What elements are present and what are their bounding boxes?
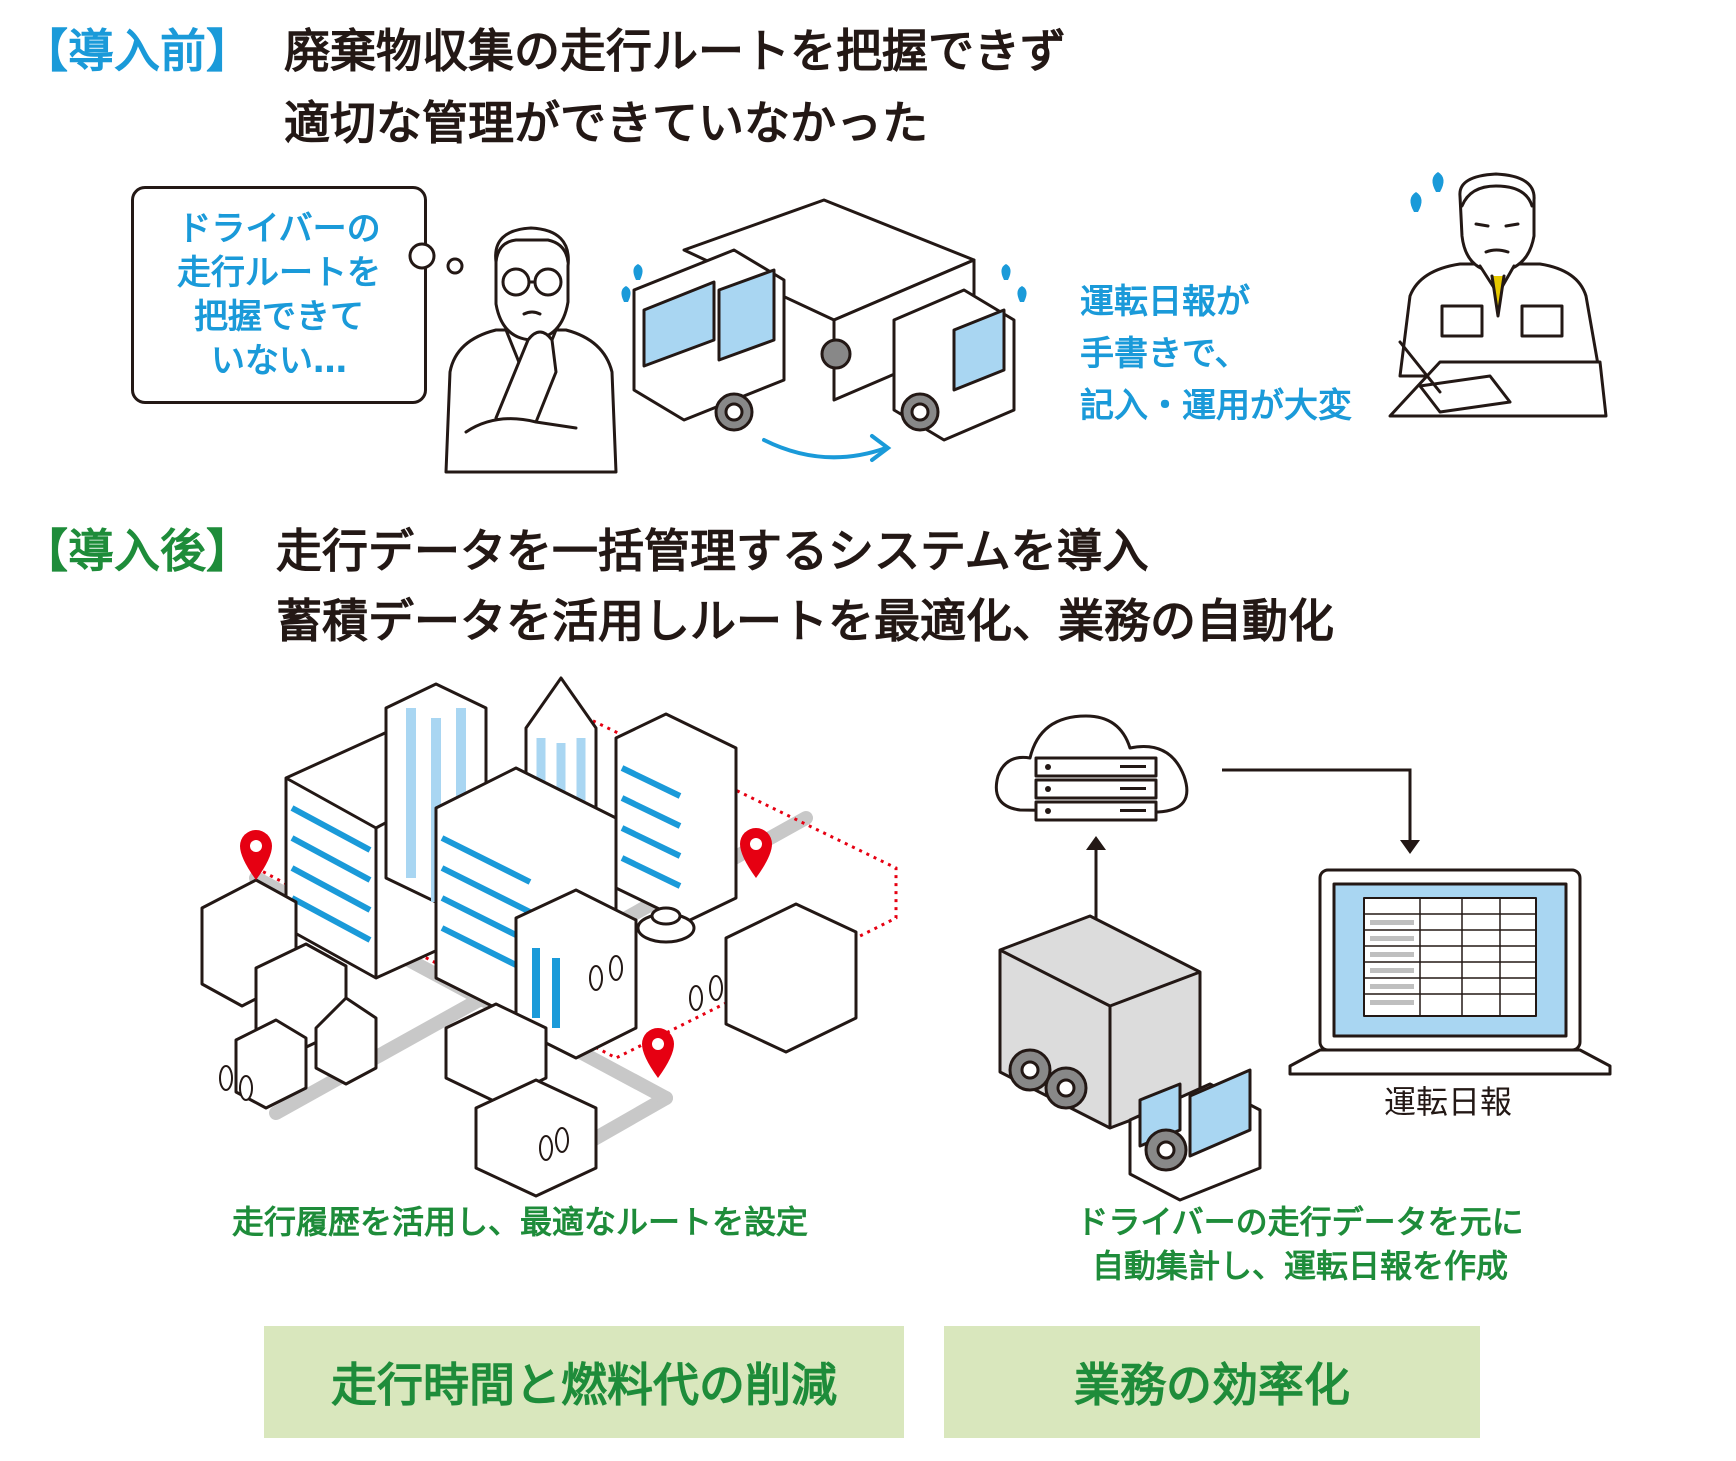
laptop-icon xyxy=(1288,868,1612,1076)
laptop-label: 運転日報 xyxy=(1384,1083,1513,1121)
caption-right: ドライバーの走行データを元に 自動集計し、運転日報を作成 xyxy=(1000,1200,1600,1288)
before-note: 運転日報が 手書きで、 記入・運用が大変 xyxy=(1080,276,1352,432)
thinking-man-icon xyxy=(444,226,618,474)
trucks-icon xyxy=(621,198,1027,462)
before-heading-line1: 廃棄物収集の走行ルートを把握できず xyxy=(284,24,1066,78)
result-box-efficiency: 業務の効率化 xyxy=(944,1326,1480,1438)
bubble-line: ドライバーの xyxy=(177,209,381,249)
caption-left: 走行履歴を活用し、最適なルートを設定 xyxy=(231,1203,808,1241)
after-heading-line2: 蓄積データを活用しルートを最適化、業務の自動化 xyxy=(276,594,1334,648)
writing-man-icon xyxy=(1388,172,1608,418)
thought-bubble: ドライバーの 走行ルートを 把握できて いない… xyxy=(131,186,427,404)
system-diagram xyxy=(994,714,1612,1202)
cloud-server-icon xyxy=(994,714,1189,822)
sweat-drop-icon xyxy=(621,264,1027,302)
truck-icon xyxy=(998,914,1262,1202)
location-pin-icon xyxy=(240,828,772,1078)
before-tag: 【導入前】 xyxy=(22,24,252,78)
after-tag: 【導入後】 xyxy=(22,524,252,578)
note-line: 運転日報が xyxy=(1080,282,1250,322)
note-line: 手書きで、 xyxy=(1080,334,1249,374)
caption-right-line: ドライバーの走行データを元に xyxy=(1076,1203,1524,1241)
before-heading-line2: 適切な管理ができていなかった xyxy=(284,96,928,150)
caption-right-line: 自動集計し、運転日報を作成 xyxy=(1091,1247,1508,1285)
after-heading-line1: 走行データを一括管理するシステムを導入 xyxy=(276,524,1149,578)
city-map-icon xyxy=(200,676,898,1198)
bubble-line: 把握できて xyxy=(194,297,364,337)
result-box-cost: 走行時間と燃料代の削減 xyxy=(264,1326,904,1438)
bubble-line: いない… xyxy=(211,341,347,381)
bubble-line: 走行ルートを xyxy=(177,253,381,293)
note-line: 記入・運用が大変 xyxy=(1080,386,1352,426)
